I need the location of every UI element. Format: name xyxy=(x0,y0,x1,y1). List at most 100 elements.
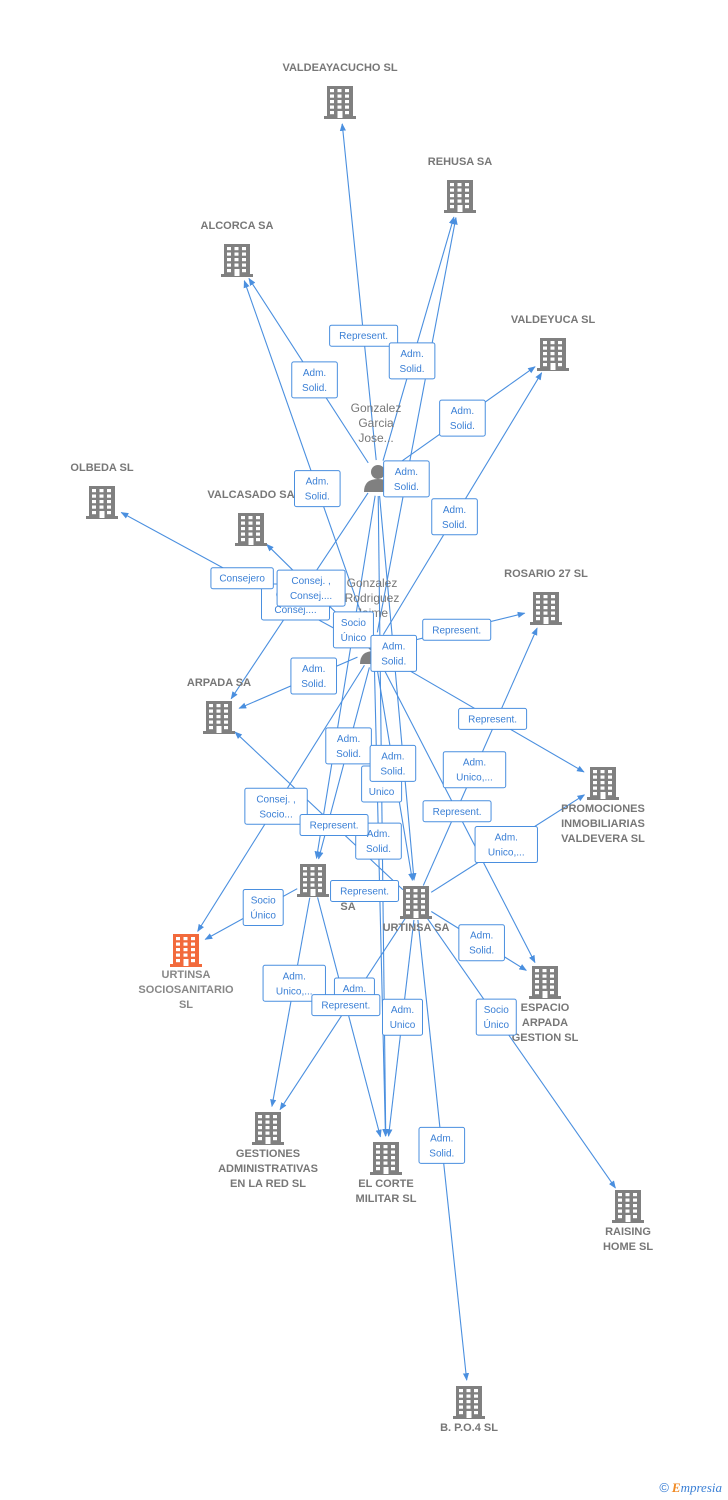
edge-label-text: Solid. xyxy=(381,656,406,667)
building-icon xyxy=(530,592,562,625)
edge-label-text: Adm. xyxy=(302,664,325,675)
edge-label-text: Adm. xyxy=(495,833,518,844)
company-node-alcorca[interactable]: ALCORCA SA xyxy=(201,220,274,277)
edge-urtinsa-arpada xyxy=(234,731,404,891)
brand-name-rest: mpresia xyxy=(680,1480,722,1495)
edge-label-text: Represent. xyxy=(340,887,389,898)
edge-label-p1-valdeyuca[interactable]: Adm.Solid. xyxy=(439,399,486,437)
company-label: VALCASADO SA xyxy=(207,489,294,501)
edge-label-text: Adm. xyxy=(391,1005,414,1016)
edge-label-box xyxy=(422,618,492,641)
edge-label-valdemarsa-elcorte[interactable]: Represent. xyxy=(311,994,381,1017)
edge-label-p2-urtinsasocio[interactable]: Consej. ,Socio... xyxy=(244,787,308,825)
edge-label-urtinsa-arpada[interactable]: Represent. xyxy=(299,814,369,837)
company-node-valdeyuca[interactable]: VALDEYUCA SL xyxy=(511,314,596,371)
edge-label-p2-promociones[interactable]: Represent. xyxy=(458,707,528,730)
company-label: MILITAR SL xyxy=(356,1193,417,1205)
edge-label-text: Adm. xyxy=(470,931,493,942)
edge-label-box xyxy=(383,460,430,498)
building-icon xyxy=(86,486,118,519)
company-node-valdeayacucho[interactable]: VALDEAYACUCHO SL xyxy=(282,62,398,119)
edge-label-box xyxy=(370,634,418,672)
edge-label-urtinsa-promociones[interactable]: Adm.Unico,... xyxy=(474,826,538,864)
edge-label-text: Unico xyxy=(390,1020,416,1031)
edge-label-text: Adm. xyxy=(451,406,474,417)
company-node-arpada[interactable]: ARPADA SA xyxy=(187,677,251,734)
company-label: RAISING xyxy=(605,1226,651,1238)
person-label: Garcia xyxy=(358,416,394,430)
company-node-valcasado[interactable]: VALCASADO SA xyxy=(207,489,295,546)
edge-label-box xyxy=(369,744,417,782)
edge-label-urtinsa-espacio[interactable]: Adm. Solid. xyxy=(458,924,505,962)
edge-label-box xyxy=(388,342,436,380)
edge-label-box xyxy=(332,611,374,649)
company-label: SL xyxy=(179,999,193,1011)
company-node-rehusa[interactable]: REHUSA SA xyxy=(428,156,492,213)
company-label: PROMOCIONES xyxy=(561,803,645,815)
edge-label-box xyxy=(262,964,326,1002)
edge-label-box xyxy=(422,800,492,823)
edge-label-box xyxy=(474,826,538,864)
person-node-p1[interactable]: GonzalezGarciaJose... xyxy=(351,401,402,492)
building-icon xyxy=(587,767,619,800)
edge-label-box xyxy=(442,751,507,789)
edge-label-urtinsa-valdemarsa[interactable]: Represent. xyxy=(330,880,400,903)
edge-label-text: Único xyxy=(250,908,276,921)
edge-label-text: Socio xyxy=(251,895,276,906)
edge-label-p1-alcorca[interactable]: Adm.Solid. xyxy=(291,361,338,399)
building-icon xyxy=(400,886,432,919)
edge-label-p2-valdemarsa[interactable]: Adm.Solid. xyxy=(325,727,372,765)
edge-label-text: Unico,... xyxy=(276,986,313,997)
building-icon xyxy=(297,864,329,897)
edge-label-text: Adm. xyxy=(400,349,423,360)
edge-label-urtinsa-rosario27[interactable]: Adm.Unico,... xyxy=(442,751,507,789)
edge-label-p2-rehusa[interactable]: Adm.Solid. xyxy=(383,460,430,498)
building-icon xyxy=(324,86,356,119)
edge-label-p1-rehusa[interactable]: Adm.Solid. xyxy=(388,342,436,380)
edge-label-text: Adm. xyxy=(381,751,404,762)
edge-label-urtinsa-elcorte[interactable]: Adm. Unico xyxy=(382,998,423,1036)
edge-label-p2-olbeda[interactable]: Consejero xyxy=(210,567,274,590)
empresia-brand[interactable]: ©Empresia xyxy=(659,1480,722,1496)
edge-urtinsa-raising xyxy=(425,916,616,1189)
company-label: OLBEDA SL xyxy=(70,462,133,474)
edge-label-urtinsa-bpo4[interactable]: Adm.Solid. xyxy=(418,1126,466,1164)
edge-labels-layer: Represent.Adm.Solid.Adm.Solid.Adm.Solid.… xyxy=(210,324,538,1164)
edge-label-p2-arpada[interactable]: Adm. Solid. xyxy=(290,657,338,695)
company-node-olbeda[interactable]: OLBEDA SL xyxy=(70,462,134,519)
company-node-bpo4[interactable]: B. P.O.4 SL xyxy=(440,1386,498,1434)
edge-label-p1-valdeayacucho[interactable]: Represent. xyxy=(329,324,399,347)
edge-label-valdemarsa-gestiones[interactable]: Adm.Unico,... xyxy=(262,964,326,1002)
edge-label-p2-alcorca[interactable]: Adm.Solid. xyxy=(293,470,341,508)
edge-label-p2-rosario27[interactable]: Represent. xyxy=(422,618,492,641)
edge-label-text: Adm. xyxy=(443,505,466,516)
company-node-urtinsa[interactable]: URTINSA SA xyxy=(383,886,450,934)
edge-p1-valdeayacucho xyxy=(339,123,377,461)
company-label: EN LA RED SL xyxy=(230,1178,306,1190)
building-icon xyxy=(203,701,235,734)
company-node-rosario27[interactable]: ROSARIO 27 SL xyxy=(504,568,588,625)
edge-valdemarsa-gestiones xyxy=(270,897,311,1108)
edge-label-p2-urtinsa[interactable]: Adm.Solid. xyxy=(369,744,417,782)
edge-label-text: Adm. xyxy=(367,829,390,840)
company-label: URTINSA xyxy=(162,969,211,981)
edge-label-p2-espacio[interactable]: Represent. xyxy=(422,800,492,823)
edge-label-box xyxy=(439,399,486,437)
edge-label-text: Único xyxy=(341,631,367,644)
building-icon xyxy=(453,1386,485,1419)
edge-label-p2-valdeyuca[interactable]: Adm.Solid. xyxy=(431,498,478,536)
edge-label-text: Solid. xyxy=(469,946,494,957)
edge-label-text: Solid. xyxy=(301,679,326,690)
company-label: VALDEYUCA SL xyxy=(511,314,596,326)
edge-label-p1-urtinsa[interactable]: Adm.Solid. xyxy=(370,634,418,672)
edge-label-p2-valcasado[interactable]: Consej. ,Consej.... xyxy=(276,569,346,607)
